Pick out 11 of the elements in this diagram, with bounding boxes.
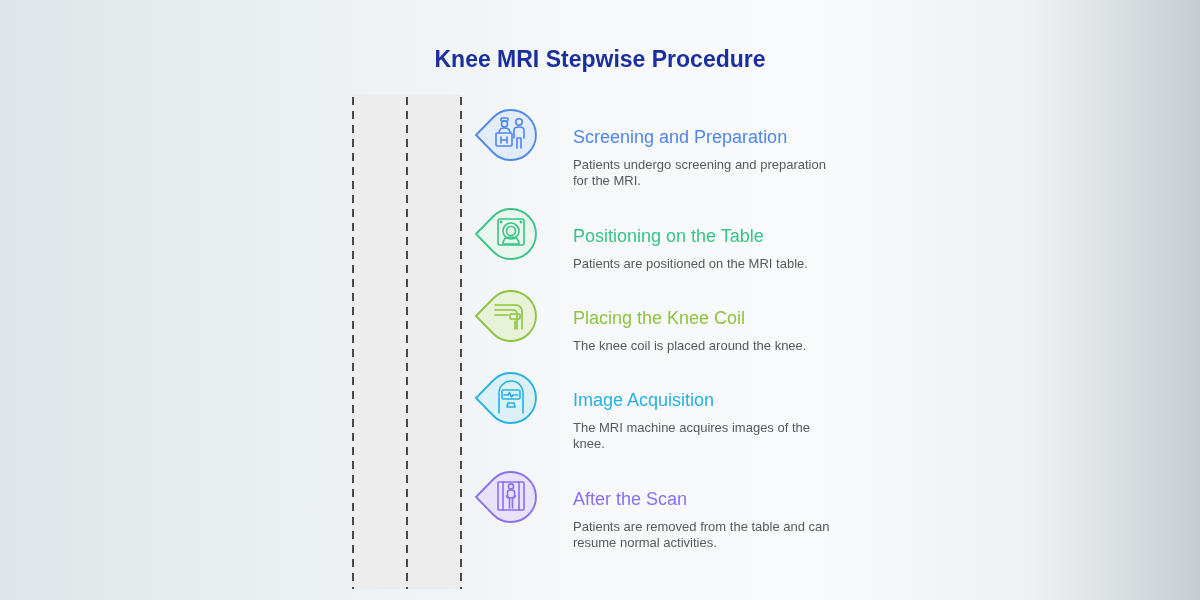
step-heading: Positioning on the Table xyxy=(573,225,765,247)
diagram-title: Knee MRI Stepwise Procedure xyxy=(433,45,767,74)
step-heading: After the Scan xyxy=(573,488,689,510)
step-description: Patients are removed from the table and can resume normal activities. xyxy=(573,519,831,551)
step-description: The knee coil is placed around the knee. xyxy=(573,338,808,354)
step-heading: Image Acquisition xyxy=(573,389,716,411)
step-description: Patients undergo screening and preparation for the MRI. xyxy=(573,157,827,189)
step-heading: Placing the Knee Coil xyxy=(573,307,747,329)
step-heading: Screening and Preparation xyxy=(573,126,789,148)
step-description: The MRI machine acquires images of the knee. xyxy=(573,420,811,452)
step-description: Patients are positioned on the MRI table. xyxy=(573,256,809,272)
